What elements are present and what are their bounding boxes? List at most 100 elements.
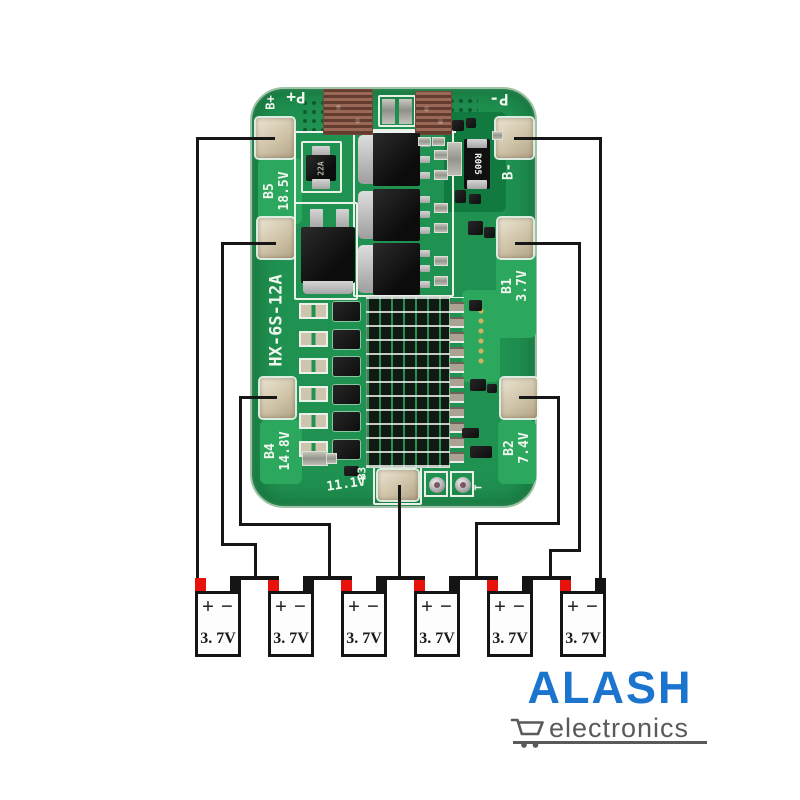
- solder-pad-b5: [258, 218, 294, 258]
- battery-cell: + − 3. 7V: [268, 591, 314, 657]
- board-patch: [260, 420, 302, 484]
- battery-positive-tab: [487, 578, 498, 592]
- battery-negative-tab: [376, 578, 387, 592]
- smd-part: [302, 451, 328, 466]
- silkscreen-box-mosfet-left: [294, 202, 358, 300]
- wire-segment: [239, 396, 242, 526]
- smd-part: [432, 137, 445, 146]
- smd-part: [418, 137, 431, 146]
- smd-part: [299, 330, 328, 347]
- shunt-resistor-marking: R005: [472, 153, 482, 175]
- smd-part: [333, 439, 360, 459]
- smd-part: [469, 300, 482, 311]
- minus-sign: −: [586, 594, 598, 618]
- smd-part: [333, 384, 360, 404]
- test-point-box: [424, 471, 448, 497]
- label-b1: B1 3.7V: [500, 270, 530, 302]
- label-p-plus: P+: [286, 88, 306, 107]
- smd-part: [299, 385, 328, 402]
- plus-sign: +: [275, 594, 287, 618]
- battery-positive-tab: [414, 578, 425, 592]
- battery-negative-tab: [230, 578, 241, 592]
- cell-voltage: 3. 7V: [492, 630, 528, 647]
- smd-part: [470, 379, 486, 391]
- smd-part: [447, 142, 462, 176]
- smd-part: [326, 453, 337, 464]
- mosfet: [358, 133, 432, 186]
- silkscreen-box-diode: [301, 141, 342, 193]
- mosfet: [358, 189, 432, 241]
- wire-segment: [197, 137, 275, 140]
- series-link: [230, 576, 279, 580]
- label-b5: B5 18.5V: [262, 171, 292, 211]
- plus-sign: +: [567, 594, 579, 618]
- smd-part: [344, 466, 359, 476]
- battery-cell: + − 3. 7V: [195, 591, 241, 657]
- label-b4: B4 14.8V: [263, 431, 293, 471]
- capacitor-strip: [450, 297, 464, 463]
- board-patch: [498, 420, 536, 484]
- minus-sign: −: [513, 594, 525, 618]
- via-dots: [448, 97, 478, 117]
- battery-positive-tab: [341, 578, 352, 592]
- plus-sign: +: [348, 594, 360, 618]
- smd-part: [455, 190, 466, 203]
- smd-part: [487, 384, 497, 393]
- smd-part: [470, 446, 492, 458]
- smd-part: [492, 131, 503, 140]
- battery-negative-tab: [449, 578, 460, 592]
- smd-part: [434, 170, 448, 180]
- wire-segment: [549, 549, 552, 580]
- smd-part: [333, 357, 360, 376]
- test-point-box: [450, 471, 474, 497]
- cell-voltage: 3. 7V: [200, 630, 236, 647]
- wire-segment: [196, 137, 199, 580]
- gold-vias: [477, 307, 487, 365]
- battery-cell: + − 3. 7V: [560, 591, 606, 657]
- label-b-minus: B-: [500, 163, 517, 180]
- smd-part: [299, 303, 328, 319]
- wire-segment: [549, 549, 581, 552]
- smd-part: [333, 302, 360, 321]
- wire-segment: [221, 242, 276, 245]
- smd-part: [434, 223, 448, 233]
- wire-segment: [599, 137, 602, 580]
- smd-part: [468, 221, 483, 235]
- label-model: HX-6S-12A: [266, 274, 287, 367]
- mosfet: [301, 209, 355, 295]
- battery-negative-tab: [522, 578, 533, 592]
- series-link: [376, 576, 425, 580]
- plus-sign: +: [494, 594, 506, 618]
- wire-segment: [514, 137, 602, 140]
- label-test-point: T: [473, 484, 485, 491]
- copper-pad-p-plus: [323, 89, 373, 135]
- smd-part: [434, 256, 448, 266]
- label-p-minus: P-: [489, 90, 509, 109]
- cell-voltage: 3. 7V: [565, 630, 601, 647]
- series-link: [303, 576, 352, 580]
- wire-segment: [398, 485, 401, 580]
- smd-part: [466, 118, 476, 128]
- cell-voltage: 3. 7V: [346, 630, 382, 647]
- wire-segment: [519, 396, 560, 399]
- shunt-resistor: [464, 139, 490, 189]
- smd-component-grid: [366, 296, 450, 468]
- cell-voltage: 3. 7V: [273, 630, 309, 647]
- silkscreen-line: [296, 131, 456, 133]
- smd-part: [469, 194, 481, 204]
- wire-segment: [475, 522, 478, 580]
- copper-pad-p-minus: [415, 91, 452, 135]
- cart-icon: [510, 718, 544, 748]
- smd-part: [299, 358, 328, 374]
- smd-part: [452, 120, 464, 131]
- diode: [306, 146, 336, 190]
- capacitor: [399, 99, 412, 124]
- smd-part: [434, 150, 448, 160]
- minus-sign: −: [294, 594, 306, 618]
- wire-segment: [475, 522, 560, 525]
- wire-segment: [221, 543, 257, 546]
- plus-sign: +: [202, 594, 214, 618]
- board-patch: [496, 252, 536, 338]
- smd-part: [484, 227, 495, 238]
